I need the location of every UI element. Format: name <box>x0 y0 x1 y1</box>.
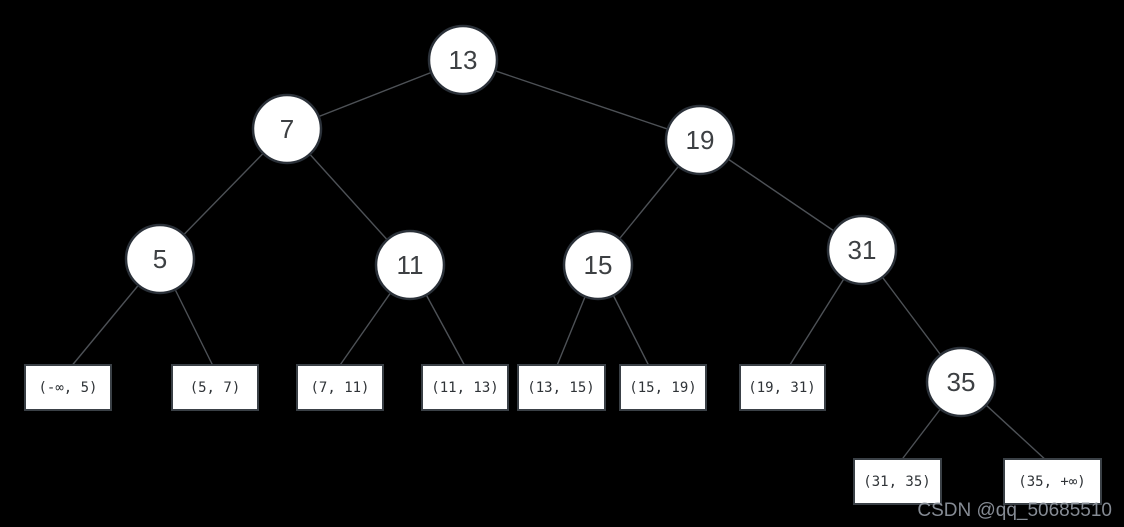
leaf-rect <box>853 458 942 505</box>
tree-node-11: 11 <box>374 229 446 301</box>
leaf-rect <box>517 364 606 411</box>
node-label: 11 <box>397 250 424 280</box>
node-label: 19 <box>686 125 715 155</box>
node-circle <box>562 229 634 301</box>
tree-node-19: 19 <box>664 104 736 176</box>
leaf-label: (35, +∞) <box>1018 474 1085 490</box>
leaf-box-13-15: (13, 15) <box>517 364 606 411</box>
leaf-rect <box>1003 458 1102 505</box>
leaf-label: (19, 31) <box>748 380 815 396</box>
leaf-label: (13, 15) <box>527 380 594 396</box>
leaf-box-7-11: (7, 11) <box>296 364 384 411</box>
node-label: 35 <box>947 367 976 397</box>
leaf-label: (15, 19) <box>629 380 696 396</box>
leaf-box-31-35: (31, 35) <box>853 458 942 505</box>
node-label: 7 <box>280 114 294 144</box>
node-circle <box>427 24 499 96</box>
node-circle <box>374 229 446 301</box>
leaf-rect <box>739 364 826 411</box>
tree-node-15: 15 <box>562 229 634 301</box>
node-label: 13 <box>449 45 478 75</box>
tree-node-7: 7 <box>251 93 323 165</box>
tree-node-31: 31 <box>826 214 898 286</box>
node-label: 5 <box>153 244 167 274</box>
node-circle <box>826 214 898 286</box>
leaf-box-35-pos-inf: (35, +∞) <box>1003 458 1102 505</box>
leaf-box-11-13: (11, 13) <box>421 364 509 411</box>
leaf-box-5-7: (5, 7) <box>171 364 259 411</box>
node-circle <box>124 223 196 295</box>
leaf-group: (-∞, 5) (5, 7) (7, 11) (11, 13) (13, 15)… <box>24 364 1102 505</box>
leaf-label: (-∞, 5) <box>38 380 97 396</box>
tree-node-13: 13 <box>427 24 499 96</box>
node-circle <box>925 346 997 418</box>
node-circle <box>251 93 323 165</box>
leaf-rect <box>171 364 259 411</box>
leaf-box-neg-inf-5: (-∞, 5) <box>24 364 112 411</box>
leaf-rect <box>421 364 509 411</box>
node-group: 13 7 19 5 11 15 <box>124 24 997 418</box>
leaf-label: (7, 11) <box>310 380 369 396</box>
leaf-rect <box>296 364 384 411</box>
tree-node-35: 35 <box>925 346 997 418</box>
leaf-label: (5, 7) <box>190 380 241 396</box>
leaf-box-19-31: (19, 31) <box>739 364 826 411</box>
watermark-text: CSDN @qq_50685510 <box>917 500 1112 521</box>
edge-13-19 <box>462 59 701 141</box>
tree-node-5: 5 <box>124 223 196 295</box>
node-label: 15 <box>584 250 613 280</box>
node-circle <box>664 104 736 176</box>
node-label: 31 <box>848 235 877 265</box>
leaf-rect <box>24 364 112 411</box>
leaf-label: (31, 35) <box>863 474 930 490</box>
leaf-box-15-19: (15, 19) <box>619 364 707 411</box>
leaf-rect <box>619 364 707 411</box>
leaf-label: (11, 13) <box>431 380 498 396</box>
